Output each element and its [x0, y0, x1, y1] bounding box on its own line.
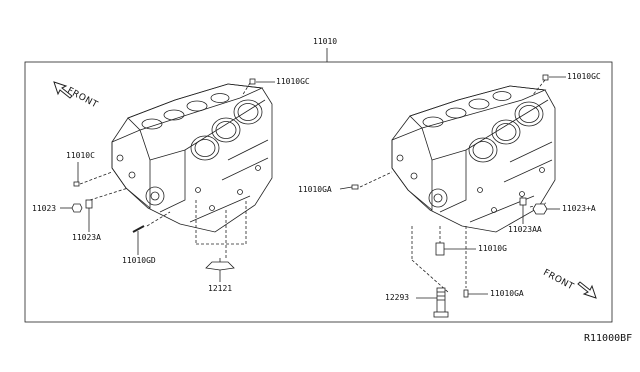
- label-connectors: [60, 76, 566, 299]
- left-leaders: [79, 82, 251, 258]
- left-parts: [71, 78, 256, 271]
- front-arrow-right-icon: [577, 281, 597, 299]
- label-11010c: 11010C: [66, 151, 95, 160]
- label-11010gc-right: 11010GC: [567, 72, 601, 81]
- label-11010: 11010: [313, 37, 338, 46]
- right-leaders: [359, 79, 547, 293]
- label-12121: 12121: [208, 284, 233, 293]
- right-cylinder-block: [391, 85, 556, 233]
- label-11010g: 11010G: [478, 244, 507, 253]
- label-11023: 11023: [32, 204, 57, 213]
- label-11023-plus-a: 11023+A: [562, 204, 596, 213]
- left-cylinder-block: [111, 83, 273, 233]
- footer-code: R11000BF: [584, 333, 633, 344]
- label-11023a: 11023A: [72, 233, 101, 242]
- right-parts: [351, 74, 549, 318]
- label-11023aa: 11023AA: [508, 225, 542, 234]
- front-arrow-left-icon: [53, 81, 73, 99]
- label-11010gc-left: 11010GC: [276, 77, 310, 86]
- label-11010ga-bottom: 11010GA: [490, 289, 524, 298]
- label-11010ga-left: 11010GA: [298, 185, 332, 194]
- label-12293: 12293: [385, 293, 410, 302]
- diagram-frame: [24, 61, 613, 323]
- label-11010gd: 11010GD: [122, 256, 156, 265]
